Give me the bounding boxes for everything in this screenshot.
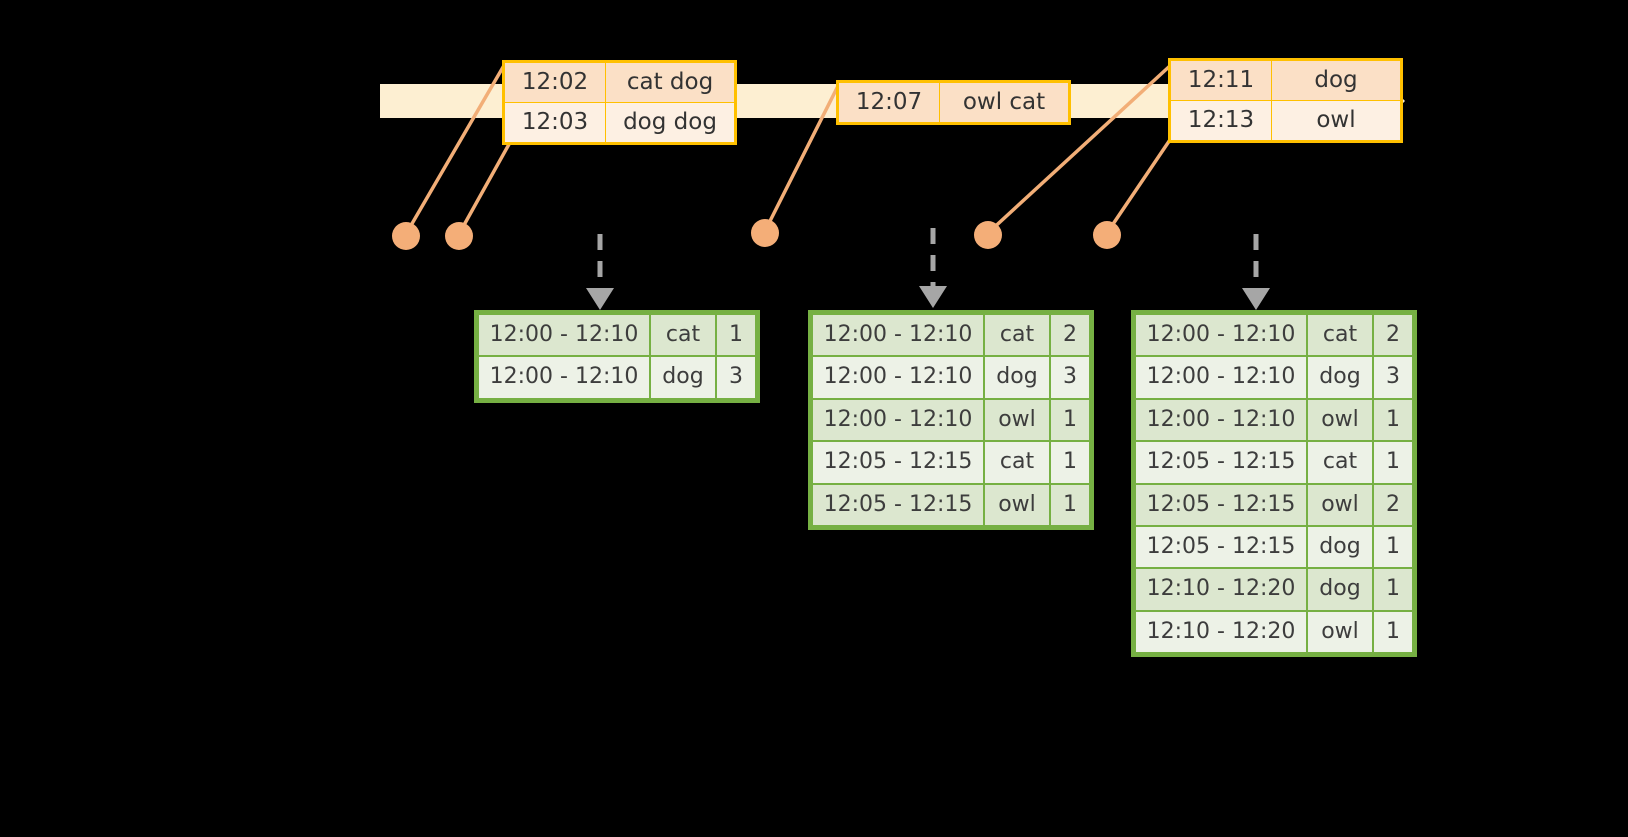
cell-word: owl	[1308, 611, 1372, 653]
cell-word: cat	[985, 315, 1049, 356]
cell-word: dog	[1308, 569, 1372, 610]
cell-window: 12:10 - 12:20	[1136, 611, 1306, 653]
event-group-3[interactable]: 12:11 dog 12:13 owl	[1168, 58, 1403, 143]
cell-window: 12:05 - 12:15	[1136, 484, 1306, 525]
event-words: dog dog	[605, 101, 736, 144]
event-dot-3	[751, 219, 779, 247]
event-group-1[interactable]: 12:02 cat dog 12:03 dog dog	[502, 60, 737, 145]
cell-count: 3	[717, 357, 755, 398]
event-words: cat dog	[605, 61, 736, 103]
cell-count: 1	[1374, 526, 1412, 568]
event-dot-1	[392, 222, 420, 250]
cell-word: cat	[985, 442, 1049, 483]
cell-count: 2	[1374, 484, 1412, 525]
table-row[interactable]: 12:00 - 12:10 dog 3	[1136, 357, 1412, 398]
table-row[interactable]: 12:05 - 12:15 cat 1	[813, 442, 1089, 483]
cell-window: 12:00 - 12:10	[1136, 315, 1306, 356]
cell-word: dog	[985, 357, 1049, 398]
cell-window: 12:00 - 12:10	[479, 315, 649, 356]
event-words: owl cat	[939, 81, 1070, 124]
cell-word: owl	[1308, 399, 1372, 441]
event-time: 12:02	[503, 61, 606, 103]
cell-word: owl	[985, 484, 1049, 525]
table-row[interactable]: 12:00 - 12:10 dog 3	[479, 357, 755, 398]
result-table-2[interactable]: 12:00 - 12:10 cat 2 12:00 - 12:10 dog 3 …	[808, 310, 1094, 530]
cell-word: owl	[985, 399, 1049, 441]
cell-window: 12:05 - 12:15	[1136, 526, 1306, 568]
cell-window: 12:10 - 12:20	[1136, 569, 1306, 610]
cell-count: 3	[1374, 357, 1412, 398]
event-row[interactable]: 12:13 owl	[1169, 99, 1402, 142]
cell-count: 2	[1051, 315, 1089, 356]
table-row[interactable]: 12:05 - 12:15 dog 1	[1136, 526, 1412, 568]
table-row[interactable]: 12:05 - 12:15 owl 1	[813, 484, 1089, 525]
event-dot-4	[974, 221, 1002, 249]
event-row[interactable]: 12:11 dog	[1169, 59, 1402, 101]
table-row[interactable]: 12:10 - 12:20 dog 1	[1136, 569, 1412, 610]
cell-count: 1	[1374, 611, 1412, 653]
table-row[interactable]: 12:00 - 12:10 owl 1	[1136, 399, 1412, 441]
cell-count: 1	[1374, 569, 1412, 610]
event-words: dog	[1271, 59, 1402, 101]
table-row[interactable]: 12:00 - 12:10 cat 2	[813, 315, 1089, 356]
dashed-arrow-heads	[586, 286, 1270, 310]
event-row[interactable]: 12:02 cat dog	[503, 61, 736, 103]
cell-window: 12:00 - 12:10	[813, 315, 983, 356]
cell-word: cat	[1308, 315, 1372, 356]
cell-window: 12:00 - 12:10	[813, 357, 983, 398]
cell-word: owl	[1308, 484, 1372, 525]
event-row[interactable]: 12:03 dog dog	[503, 101, 736, 144]
cell-count: 1	[1051, 442, 1089, 483]
result-table-1[interactable]: 12:00 - 12:10 cat 1 12:00 - 12:10 dog 3	[474, 310, 760, 403]
event-dot-2	[445, 222, 473, 250]
cell-count: 2	[1374, 315, 1412, 356]
cell-count: 1	[1374, 399, 1412, 441]
event-words: owl	[1271, 99, 1402, 142]
cell-count: 1	[717, 315, 755, 356]
table-row[interactable]: 12:00 - 12:10 cat 2	[1136, 315, 1412, 356]
cell-count: 1	[1051, 399, 1089, 441]
event-group-2[interactable]: 12:07 owl cat	[836, 80, 1071, 125]
cell-count: 1	[1374, 442, 1412, 483]
cell-count: 1	[1051, 484, 1089, 525]
event-dot-5	[1093, 221, 1121, 249]
cell-window: 12:00 - 12:10	[1136, 399, 1306, 441]
cell-word: dog	[1308, 357, 1372, 398]
dashed-arrows-group	[597, 228, 1259, 288]
cell-window: 12:00 - 12:10	[1136, 357, 1306, 398]
event-time: 12:13	[1169, 99, 1272, 142]
event-dots-group	[392, 219, 1121, 250]
event-time: 12:03	[503, 101, 606, 144]
cell-window: 12:00 - 12:10	[813, 399, 983, 441]
cell-window: 12:05 - 12:15	[813, 442, 983, 483]
table-row[interactable]: 12:05 - 12:15 owl 2	[1136, 484, 1412, 525]
event-row[interactable]: 12:07 owl cat	[837, 81, 1070, 124]
event-time: 12:11	[1169, 59, 1272, 101]
cell-window: 12:05 - 12:15	[813, 484, 983, 525]
table-row[interactable]: 12:05 - 12:15 cat 1	[1136, 442, 1412, 483]
table-row[interactable]: 12:00 - 12:10 cat 1	[479, 315, 755, 356]
cell-word: cat	[1308, 442, 1372, 483]
cell-window: 12:00 - 12:10	[479, 357, 649, 398]
cell-count: 3	[1051, 357, 1089, 398]
result-table-3[interactable]: 12:00 - 12:10 cat 2 12:00 - 12:10 dog 3 …	[1131, 310, 1417, 658]
cell-word: dog	[1308, 526, 1372, 568]
table-row[interactable]: 12:00 - 12:10 dog 3	[813, 357, 1089, 398]
cell-word: dog	[651, 357, 715, 398]
cell-word: cat	[651, 315, 715, 356]
table-row[interactable]: 12:10 - 12:20 owl 1	[1136, 611, 1412, 653]
event-time: 12:07	[837, 81, 940, 124]
cell-window: 12:05 - 12:15	[1136, 442, 1306, 483]
table-row[interactable]: 12:00 - 12:10 owl 1	[813, 399, 1089, 441]
